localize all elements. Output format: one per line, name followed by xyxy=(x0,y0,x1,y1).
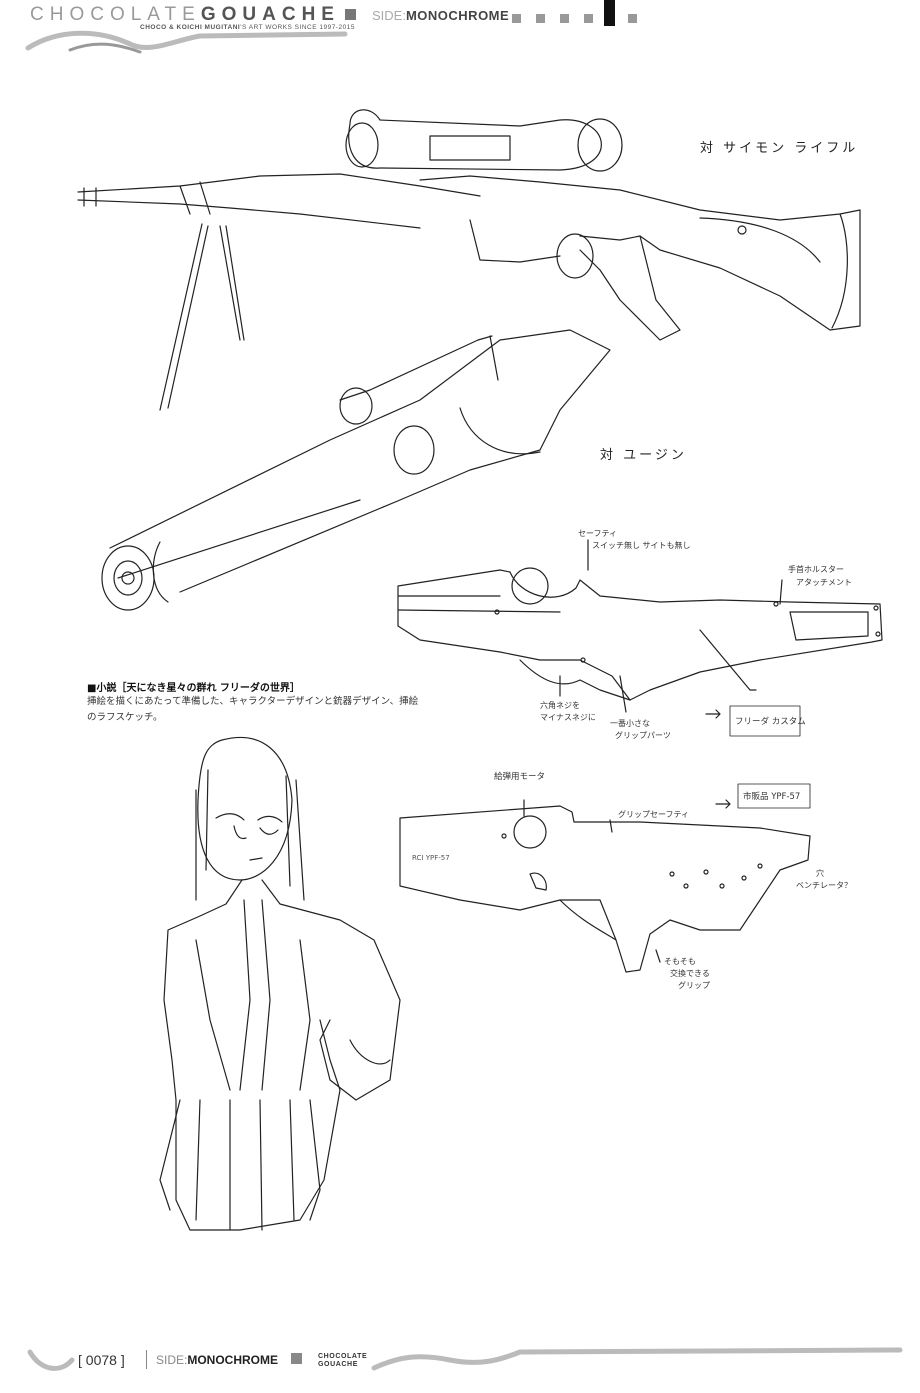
brand-light-text: CHOCOLATE xyxy=(30,4,201,25)
footer-swoosh xyxy=(27,1347,903,1371)
footer-brand-line2: GOUACHE xyxy=(318,1361,358,1368)
header-square xyxy=(584,14,593,23)
note-small-grip-1: 一番小さな xyxy=(610,719,650,728)
footer-brand-line1: CHOCOLATE xyxy=(318,1353,368,1360)
side-name: MONOCHROME xyxy=(405,8,510,23)
credit-years: 'S ART WORKS SINCE 1997-2015 xyxy=(240,24,355,31)
header-square xyxy=(536,14,545,23)
note-exchange-3: グリップ xyxy=(678,981,710,990)
sniper-rifle-sketch xyxy=(77,109,861,411)
note-hole: 穴 xyxy=(816,869,824,878)
footer-side-prefix: SIDE: xyxy=(156,1353,188,1367)
note-hex-screw-2: マイナスネジに xyxy=(540,713,596,722)
brand-bold-text: GOUACHE xyxy=(200,4,340,25)
header-square-marker xyxy=(345,9,356,20)
credit-artists: CHOCO & KOICHI MUGITANI xyxy=(140,24,241,31)
header-square xyxy=(512,14,521,23)
footer-side-label: SIDE:MONOCHROME xyxy=(156,1353,278,1367)
side-prefix: SIDE: xyxy=(372,8,406,23)
footer-square-marker xyxy=(291,1353,302,1364)
header-active-bar xyxy=(604,0,615,26)
note-motor: 給弾用モータ xyxy=(494,772,546,782)
note-rifle: 対 サイモン ライフル xyxy=(700,141,859,156)
note-gun-marking: RCI YPF-57 xyxy=(412,854,450,862)
page-number: [ 0078 ] xyxy=(78,1352,125,1368)
footer-side-name: MONOCHROME xyxy=(187,1353,279,1367)
stock-frieda-custom-sketch xyxy=(397,539,883,737)
note-vent: ベンチレータ？ xyxy=(796,881,852,890)
footer-divider xyxy=(146,1350,147,1369)
note-holster: 手首ホルスター xyxy=(788,565,844,574)
header-square xyxy=(628,14,637,23)
header-brand: CHOCOLATEGOUACHE xyxy=(30,4,340,26)
header-side-label: SIDE:MONOCHROME xyxy=(372,8,509,23)
character-figure-sketch xyxy=(159,736,401,1231)
stock-ypf57-sketch xyxy=(399,783,811,973)
note-grip-safety: グリップセーフティ xyxy=(618,810,690,819)
note-safety-detail: スイッチ無し サイトも無し xyxy=(592,541,691,550)
note-safety: セーフティ xyxy=(578,529,618,538)
header-swoosh xyxy=(25,30,348,54)
perspective-gun-sketch xyxy=(101,329,611,611)
note-small-grip-2: グリップパーツ xyxy=(615,731,671,740)
caption-body: 挿絵を描くにあたって準備した、キャラクターデザインと銃器デザイン、挿絵のラフスケ… xyxy=(87,696,419,723)
header-credit: CHOCO & KOICHI MUGITANI'S ART WORKS SINC… xyxy=(140,24,355,31)
header-square xyxy=(560,14,569,23)
note-exchange-1: そもそも xyxy=(664,957,696,966)
note-gun-eugene: 対 ユージン xyxy=(600,448,687,463)
note-frieda-custom: フリーダ カスタム xyxy=(735,717,806,727)
caption-title: ■小説［天になき星々の群れ フリーダの世界］ xyxy=(87,683,300,694)
note-attachment: アタッチメント xyxy=(796,578,852,587)
note-hex-screw-1: 六角ネジを xyxy=(540,701,580,710)
note-exchange-2: 交換できる xyxy=(670,969,710,978)
note-market-model: 市販品 YPF-57 xyxy=(743,792,801,802)
